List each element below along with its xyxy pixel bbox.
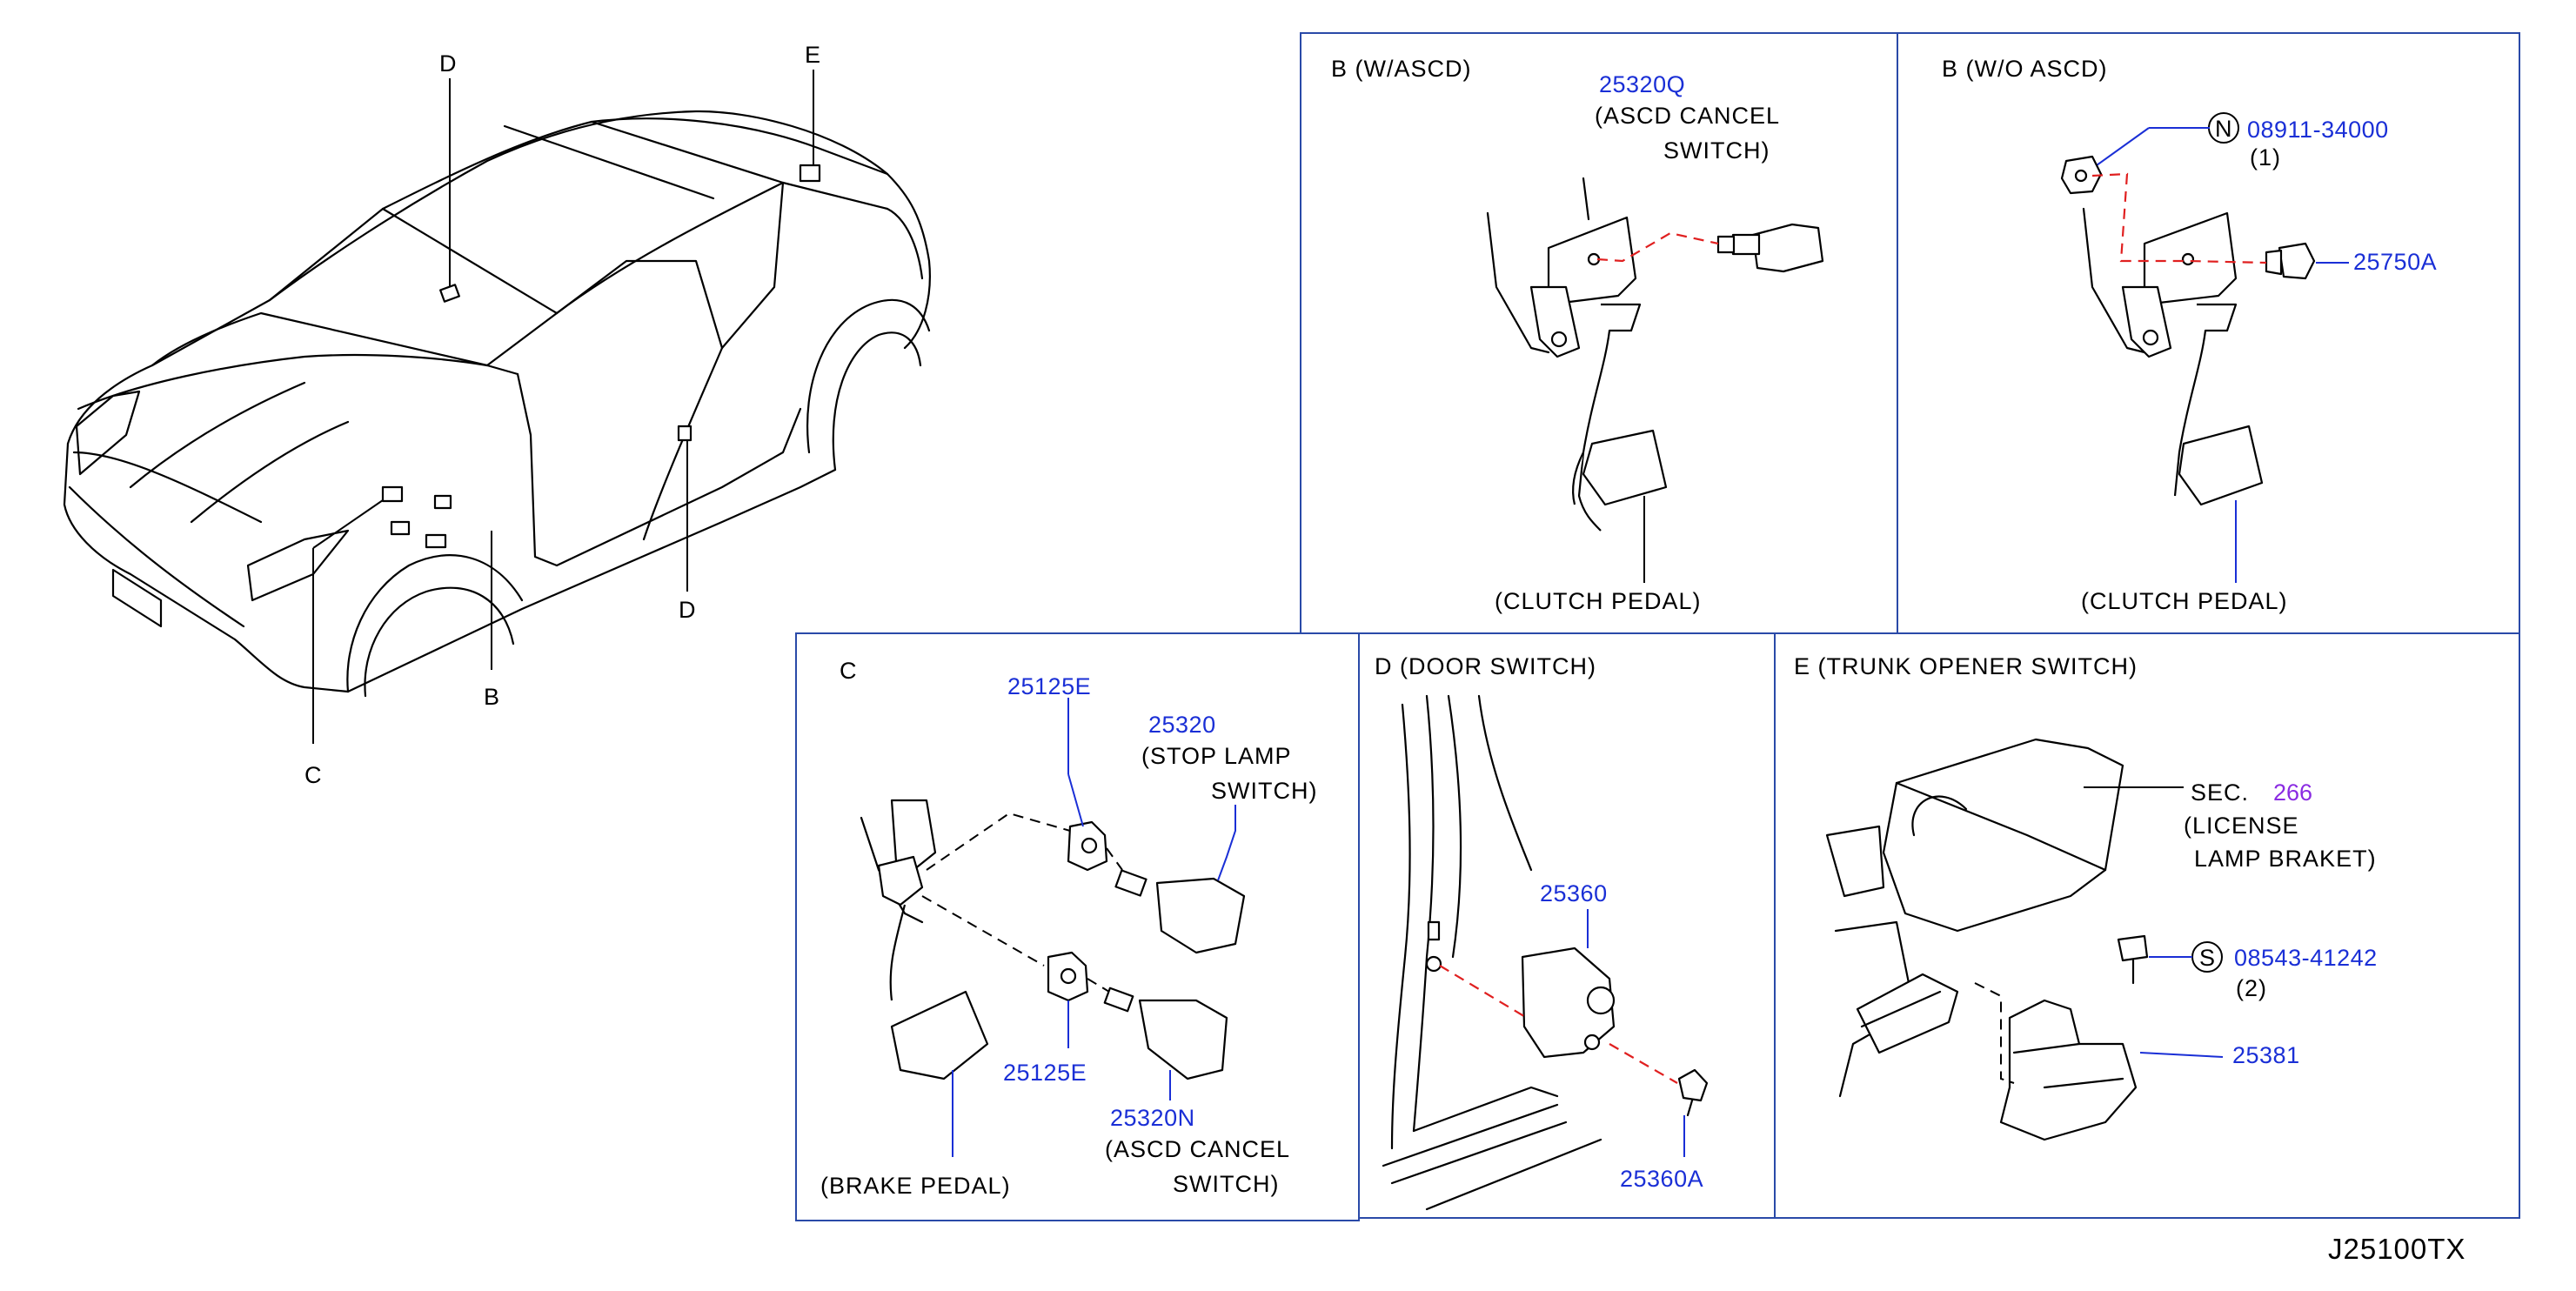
nut-qty: (1) — [2250, 144, 2281, 171]
screw-qty: (2) — [2236, 975, 2267, 1001]
screw-part-number[interactable]: 08543-41242 — [2234, 945, 2378, 971]
clip-bottom-part-number[interactable]: 25125E — [1003, 1060, 1087, 1086]
sec-number[interactable]: 266 — [2273, 779, 2312, 806]
car-overview-illustration — [63, 70, 931, 744]
ascd-cancel-switch-part-number[interactable]: 25320Q — [1599, 71, 1685, 97]
diagram-code: J25100TX — [2328, 1233, 2466, 1265]
ascd-cancel-switch-desc-1: (ASCD CANCEL — [1595, 103, 1780, 129]
brake-pedal-assembly-drawing — [860, 698, 1246, 1157]
panel-b-wascd-title: B (W/ASCD) — [1331, 56, 1472, 82]
nut-part-number[interactable]: 08911-34000 — [2247, 117, 2389, 143]
sec-desc-2: LAMP BRAKET) — [2194, 846, 2377, 872]
stop-lamp-switch-part-number[interactable]: 25320 — [1148, 712, 1216, 738]
panel-b-woascd-frame — [1897, 32, 2520, 634]
clutch-pedal-wascd-drawing — [1486, 177, 1824, 583]
clutch-pedal-woascd-drawing — [2060, 127, 2349, 583]
clip-top-part-number[interactable]: 25125E — [1007, 673, 1091, 699]
trunk-opener-drawing — [1825, 738, 2224, 1141]
trunk-opener-switch-part-number[interactable]: 25381 — [2232, 1042, 2300, 1068]
door-switch-drawing — [1382, 694, 1709, 1211]
panel-b-woascd-title: B (W/O ASCD) — [1942, 56, 2108, 82]
panel-c-frame — [795, 632, 1360, 1221]
callout-c: C — [304, 762, 323, 788]
callout-e: E — [805, 42, 821, 68]
callout-d-top: D — [439, 50, 458, 77]
callout-d-bottom: D — [679, 597, 697, 623]
sec-desc-1: (LICENSE — [2184, 813, 2299, 839]
panel-b-wascd-pedal-label: (CLUTCH PEDAL) — [1495, 588, 1702, 614]
stop-lamp-switch-desc-1: (STOP LAMP — [1141, 743, 1292, 769]
nut-symbol: N — [2215, 116, 2233, 142]
door-switch-part-number[interactable]: 25360 — [1540, 880, 1608, 906]
panel-d-title: D (DOOR SWITCH) — [1375, 653, 1596, 679]
door-switch-bolt-part-number[interactable]: 25360A — [1620, 1166, 1703, 1192]
panel-d-frame — [1358, 632, 1776, 1219]
panel-c-title: C — [840, 658, 858, 684]
stop-lamp-switch-desc-2: SWITCH) — [1211, 778, 1317, 804]
panel-e-title: E (TRUNK OPENER SWITCH) — [1794, 653, 2138, 679]
panel-e-frame — [1774, 632, 2520, 1219]
ascd-cancel-switch-c-part-number[interactable]: 25320N — [1110, 1105, 1195, 1131]
panel-b-woascd-pedal-label: (CLUTCH PEDAL) — [2081, 588, 2288, 614]
ascd-cancel-switch-desc-2: SWITCH) — [1663, 137, 1770, 164]
plug-part-number[interactable]: 25750A — [2353, 249, 2437, 275]
sec-prefix: SEC. — [2191, 779, 2249, 806]
panel-c-pedal-label: (BRAKE PEDAL) — [820, 1173, 1011, 1199]
ascd-cancel-switch-c-desc-2: SWITCH) — [1173, 1171, 1279, 1197]
ascd-cancel-switch-c-desc-1: (ASCD CANCEL — [1105, 1136, 1290, 1162]
callout-b: B — [484, 684, 500, 710]
screw-symbol: S — [2199, 945, 2216, 971]
